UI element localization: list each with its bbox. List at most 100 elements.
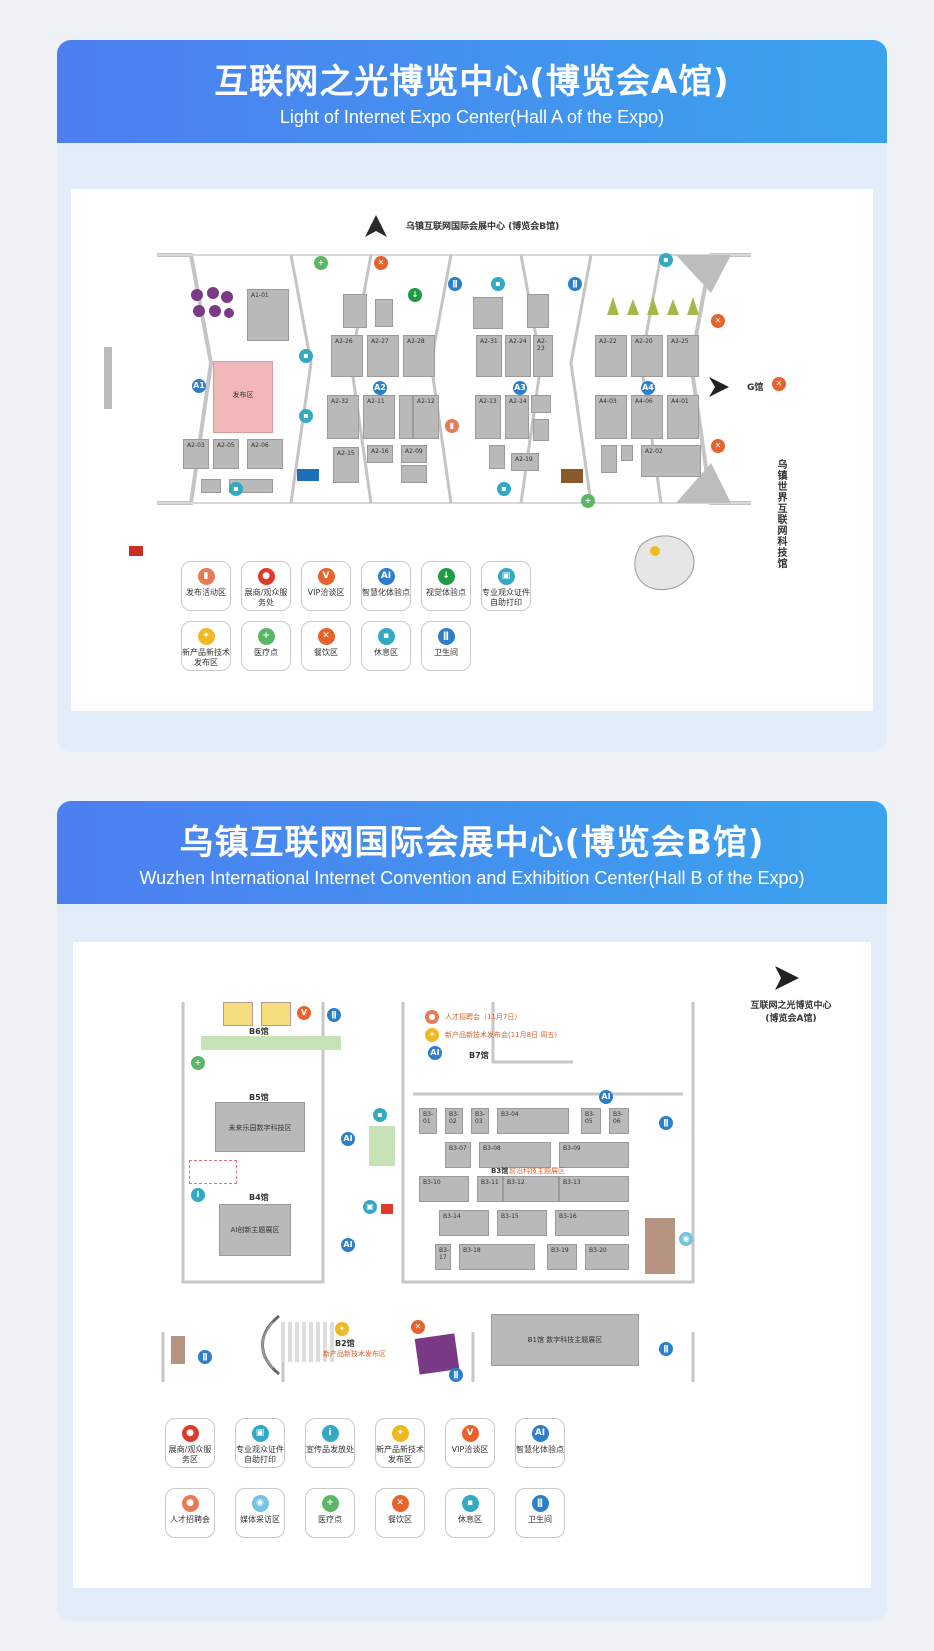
print-icon[interactable]: ▣: [363, 1200, 377, 1214]
booth[interactable]: B3-20: [585, 1244, 629, 1270]
launch-icon[interactable]: ▮: [445, 419, 459, 433]
dining-icon[interactable]: ✕: [772, 377, 786, 391]
rest-icon[interactable]: ▪: [229, 482, 243, 496]
hall-b-map[interactable]: 互联网之光博览中心 (博览会A馆) B6馆 V ǁ + B5馆 未来乐园数字科技…: [73, 942, 871, 1588]
hall-a-map[interactable]: 乌镇互联网国际会展中心 (博览会B馆) A1-01 A2-26 A2-27 A2…: [71, 189, 873, 711]
booth[interactable]: B3-02: [445, 1108, 463, 1134]
booth[interactable]: A4-01: [667, 395, 699, 439]
booth[interactable]: A2-13: [475, 395, 501, 439]
booth[interactable]: A2-15: [333, 447, 359, 483]
toilet-icon[interactable]: ǁ: [568, 277, 582, 291]
booth[interactable]: A2-09: [401, 445, 427, 463]
media-icon[interactable]: ◉: [679, 1232, 693, 1246]
rest-icon[interactable]: ▪: [491, 277, 505, 291]
b4-zone[interactable]: AI创新主题展区: [219, 1204, 291, 1256]
booth[interactable]: B3-11: [477, 1176, 503, 1202]
booth[interactable]: A2-02: [641, 445, 701, 477]
booth[interactable]: A2-14: [505, 395, 529, 439]
b5-zone[interactable]: 未来乐园数字科技区: [215, 1102, 305, 1152]
medical-icon[interactable]: +: [314, 256, 328, 270]
booth[interactable]: B3-06: [609, 1108, 629, 1134]
booth[interactable]: B3-15: [497, 1210, 547, 1236]
medical-icon[interactable]: +: [191, 1056, 205, 1070]
booth[interactable]: [531, 395, 551, 413]
booth[interactable]: B3-19: [547, 1244, 577, 1270]
ai-icon[interactable]: AI: [341, 1132, 355, 1146]
booth[interactable]: [399, 395, 413, 439]
rest-icon[interactable]: ▪: [659, 253, 673, 267]
booth[interactable]: [201, 479, 221, 493]
b6-booth[interactable]: [261, 1002, 291, 1026]
toilet-icon[interactable]: ǁ: [449, 1368, 463, 1382]
booth[interactable]: A4-03: [595, 395, 627, 439]
info-icon[interactable]: i: [191, 1188, 205, 1202]
download-icon[interactable]: ↓: [408, 288, 422, 302]
ai-icon[interactable]: AI: [428, 1046, 442, 1060]
booth[interactable]: B3-10: [419, 1176, 469, 1202]
booth[interactable]: A1-01: [247, 289, 289, 341]
bulb-icon[interactable]: ✦: [425, 1028, 439, 1042]
booth[interactable]: B3-09: [559, 1142, 629, 1168]
dining-icon[interactable]: ✕: [411, 1320, 425, 1334]
b6-booth[interactable]: [223, 1002, 253, 1026]
booth[interactable]: A2-16: [367, 445, 393, 463]
booth[interactable]: [375, 299, 393, 327]
booth[interactable]: A2-25: [667, 335, 699, 377]
dining-icon[interactable]: ✕: [711, 314, 725, 328]
booth[interactable]: B3-07: [445, 1142, 471, 1168]
booth[interactable]: A2-26: [331, 335, 363, 377]
dining-icon[interactable]: ✕: [711, 439, 725, 453]
booth[interactable]: [489, 445, 505, 469]
b1-zone[interactable]: B1馆 数字科技主题展区: [491, 1314, 639, 1366]
ai-icon[interactable]: AI: [341, 1238, 355, 1252]
dining-icon[interactable]: ✕: [374, 256, 388, 270]
booth[interactable]: B3-12: [503, 1176, 559, 1202]
booth[interactable]: B3-01: [419, 1108, 437, 1134]
booth[interactable]: B3-16: [555, 1210, 629, 1236]
booth[interactable]: [621, 445, 633, 461]
medical-icon[interactable]: +: [581, 494, 595, 508]
rest-icon[interactable]: ▪: [299, 409, 313, 423]
booth[interactable]: A2-32: [327, 395, 359, 439]
booth[interactable]: A2-20: [631, 335, 663, 377]
booth[interactable]: [473, 297, 503, 329]
booth[interactable]: B3-05: [581, 1108, 601, 1134]
toilet-icon[interactable]: ǁ: [659, 1116, 673, 1130]
booth[interactable]: A2-31: [476, 335, 502, 377]
booth[interactable]: B3-17: [435, 1244, 451, 1270]
booth[interactable]: A4-06: [631, 395, 663, 439]
booth[interactable]: A2-11: [363, 395, 395, 439]
booth[interactable]: B3-04: [497, 1108, 569, 1134]
toilet-icon[interactable]: ǁ: [327, 1008, 341, 1022]
booth[interactable]: A2-05: [213, 439, 239, 469]
booth[interactable]: B3-18: [459, 1244, 535, 1270]
booth[interactable]: B3-13: [559, 1176, 629, 1202]
ai-icon[interactable]: AI: [599, 1090, 613, 1104]
booth[interactable]: [343, 294, 367, 328]
toilet-icon[interactable]: ǁ: [198, 1350, 212, 1364]
booth[interactable]: A2-27: [367, 335, 399, 377]
booth[interactable]: A2-23: [533, 335, 553, 377]
booth[interactable]: A2-03: [183, 439, 209, 469]
booth[interactable]: B3-08: [479, 1142, 551, 1168]
booth[interactable]: [533, 419, 549, 441]
booth[interactable]: B3-03: [471, 1108, 489, 1134]
booth[interactable]: A2-19: [511, 453, 539, 471]
rest-icon[interactable]: ▪: [299, 349, 313, 363]
booth[interactable]: A2-24: [505, 335, 531, 377]
booth[interactable]: [527, 294, 549, 328]
toilet-icon[interactable]: ǁ: [659, 1342, 673, 1356]
booth[interactable]: B3-14: [439, 1210, 489, 1236]
vip-icon[interactable]: V: [297, 1006, 311, 1020]
rest-icon[interactable]: ▪: [373, 1108, 387, 1122]
launch-area[interactable]: 发布区: [213, 361, 273, 433]
toilet-icon[interactable]: ǁ: [448, 277, 462, 291]
booth[interactable]: A2-22: [595, 335, 627, 377]
rest-icon[interactable]: ▪: [497, 482, 511, 496]
booth[interactable]: A2-12: [413, 395, 439, 439]
booth[interactable]: [401, 465, 427, 483]
recruit-icon[interactable]: ●: [425, 1010, 439, 1024]
bulb-icon[interactable]: ✦: [335, 1322, 349, 1336]
booth[interactable]: A2-28: [403, 335, 435, 377]
booth[interactable]: A2-06: [247, 439, 283, 469]
